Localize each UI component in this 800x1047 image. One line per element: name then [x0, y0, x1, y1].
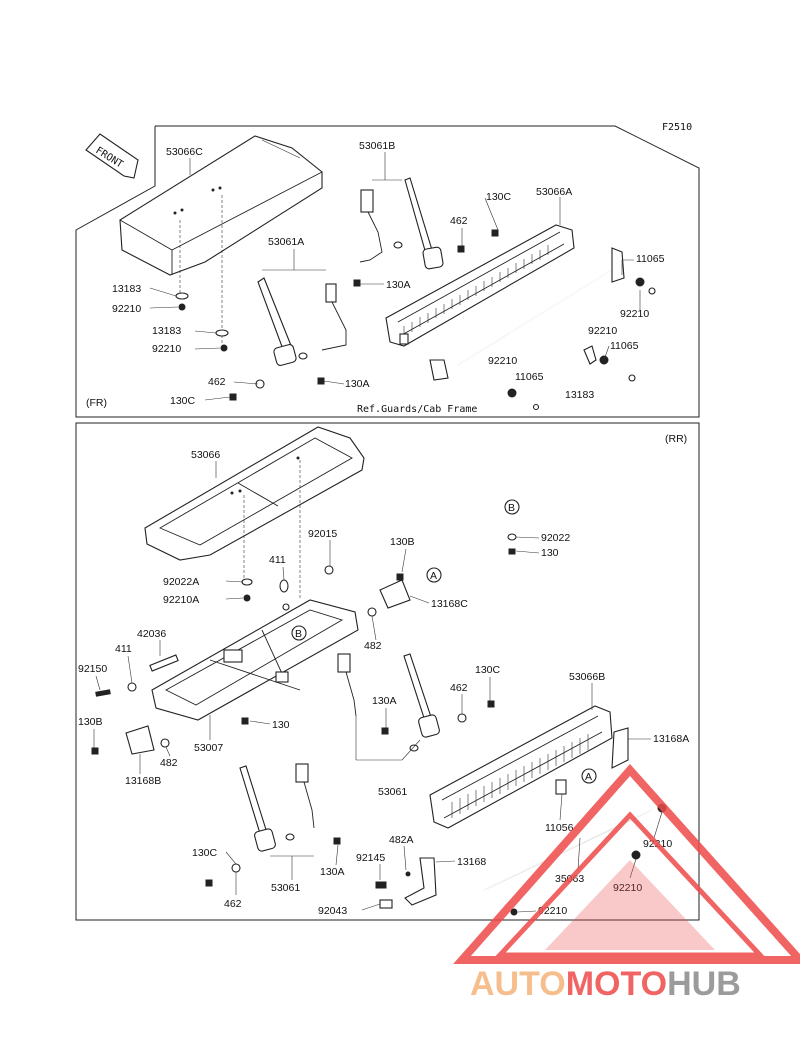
seat-back-53066b: [429, 705, 613, 829]
label-130b-b: 130B: [78, 716, 103, 728]
watermark-auto: AUTO: [470, 965, 566, 1003]
label-53061: 53061: [378, 786, 407, 798]
watermark-moto: MOTO: [566, 965, 667, 1003]
reference-note: Ref.Guards/Cab Frame: [357, 404, 477, 415]
bottom-leader-lines: [93, 461, 663, 913]
triangle-logo-icon: [453, 763, 800, 964]
marker-b-frame: B: [295, 628, 302, 640]
label-462-b: 462: [208, 376, 226, 388]
label-13183-c: 13183: [565, 389, 594, 401]
label-482: 482: [364, 640, 382, 652]
label-482-b: 482: [160, 757, 178, 769]
label-130b: 130B: [390, 536, 415, 548]
label-92043: 92043: [318, 905, 347, 917]
label-92210: 92210: [112, 303, 141, 315]
label-11065-b: 11065: [610, 340, 639, 352]
label-13183-b: 13183: [152, 325, 181, 337]
label-13168: 13168: [457, 856, 486, 868]
label-92210-b: 92210: [613, 882, 642, 894]
label-92210-e: 92210: [488, 355, 517, 367]
label-130c-b: 130C: [170, 395, 196, 407]
label-92150: 92150: [78, 663, 107, 675]
label-53061a: 53061A: [268, 236, 304, 248]
label-53066c: 53066C: [166, 146, 203, 158]
seat-cushion-53066c: [119, 135, 323, 276]
panel-tag-rr: (RR): [665, 433, 687, 445]
seat-belt-53061-upper: [337, 653, 495, 752]
front-arrow-icon: FRONT: [85, 133, 139, 179]
label-92210a: 92210A: [163, 594, 199, 606]
figure-code: F2510: [662, 122, 692, 133]
panel-tag-fr: (FR): [86, 397, 107, 409]
label-11065-c: 11065: [515, 371, 544, 383]
label-411-b: 411: [115, 643, 132, 655]
label-130a-b: 130A: [345, 378, 370, 390]
label-130-b: 130: [272, 719, 290, 731]
label-130c: 130C: [486, 191, 512, 203]
svg-text:AUTOMOTOHUB: AUTOMOTOHUB: [470, 965, 741, 1003]
label-53066b: 53066B: [569, 671, 605, 683]
label-13168c: 13168C: [431, 598, 468, 610]
label-130c: 130C: [475, 664, 501, 676]
reference-markers: B A B A: [291, 499, 597, 784]
top-panel-labels: 53066C 53061B 130C 53066A 462 11065 5306…: [86, 140, 665, 415]
top-leader-lines: [149, 152, 641, 401]
label-482a: 482A: [389, 834, 414, 846]
seat-back-53066a: [385, 224, 575, 347]
marker-b-top: B: [508, 502, 515, 514]
clip-13183: [175, 292, 189, 300]
label-130c-b: 130C: [192, 847, 218, 859]
label-53066: 53066: [191, 449, 220, 461]
label-92022a: 92022A: [163, 576, 199, 588]
label-92210-b: 92210: [152, 343, 181, 355]
label-130a-b: 130A: [320, 866, 345, 878]
label-130: 130: [541, 547, 559, 559]
bracket-left: [429, 359, 449, 381]
label-92015: 92015: [308, 528, 337, 540]
front-panel-frame: [75, 125, 700, 418]
label-11056: 11056: [545, 822, 574, 834]
marker-a-bottom: A: [585, 771, 592, 783]
nut-92210-b: [220, 344, 228, 352]
nut-92210: [178, 303, 186, 311]
bottom-panel-labels: 53066 92015 92022 130 411 130B 92022A 92…: [78, 449, 689, 917]
label-411: 411: [269, 554, 286, 566]
label-92145: 92145: [356, 852, 385, 864]
label-53066a: 53066A: [536, 186, 572, 198]
label-53061-b: 53061: [271, 882, 300, 894]
label-130a: 130A: [372, 695, 397, 707]
label-92210-c: 92210: [620, 308, 649, 320]
watermark-hub: HUB: [667, 965, 741, 1003]
seat-belt-53061a: [257, 277, 347, 366]
label-42036: 42036: [137, 628, 166, 640]
seat-belt-53061-lower: [205, 763, 341, 887]
label-130a: 130A: [386, 279, 411, 291]
rear-panel-frame: [75, 422, 700, 921]
label-13168a: 13168A: [653, 733, 689, 745]
automotohub-watermark: AUTOMOTOHUB: [453, 763, 800, 1003]
label-53061b: 53061B: [359, 140, 395, 152]
label-13168b: 13168B: [125, 775, 161, 787]
label-92022: 92022: [541, 532, 570, 544]
seat-cushion-53066: [144, 426, 365, 561]
seat-belt-53061b: [359, 177, 444, 270]
marker-a-top: A: [430, 570, 437, 582]
label-462: 462: [450, 215, 468, 227]
label-92210-d: 92210: [588, 325, 617, 337]
clip-13183-b: [215, 329, 229, 337]
label-13183: 13183: [112, 283, 141, 295]
bracket-right: [611, 247, 625, 283]
seat-frame-53007: [125, 579, 411, 755]
label-462: 462: [450, 682, 468, 694]
label-53007: 53007: [194, 742, 223, 754]
label-462-b: 462: [224, 898, 242, 910]
label-11065: 11065: [636, 253, 665, 265]
